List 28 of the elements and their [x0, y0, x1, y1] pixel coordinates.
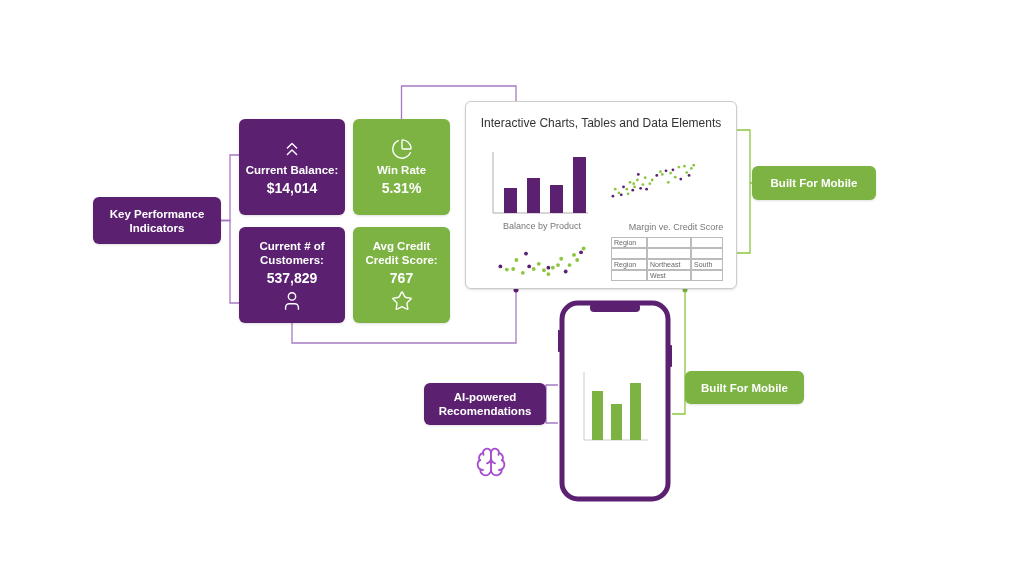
card-title: Key Performance Indicators: [108, 206, 206, 235]
card-title: Win Rate: [376, 162, 427, 177]
label-box: [93, 197, 221, 244]
card-title: Built For Mobile: [770, 176, 858, 190]
dashboard-panel: [465, 101, 737, 289]
card-title: Current Balance:: [245, 162, 339, 177]
card-title: Avg Credit Credit Score:: [364, 238, 439, 267]
metric-value: 537,829: [266, 269, 318, 287]
metric-value: $14,014: [266, 179, 318, 197]
label-box: [424, 383, 546, 425]
connector-line: [400, 85, 517, 120]
kpi-card: [239, 119, 345, 215]
connector-line: [736, 129, 753, 254]
panel-title: Interactive Charts, Tables and Data Elements: [479, 115, 723, 132]
label-box: [752, 166, 876, 200]
metric-value: 5.31%: [381, 179, 422, 197]
connector-line: [545, 384, 559, 424]
chart-caption: Margin ve. Credit Score: [627, 221, 725, 234]
kpi-card: [353, 119, 450, 215]
connector-line: [220, 219, 240, 304]
label-box: [685, 371, 804, 404]
kpi-card: [353, 227, 450, 323]
card-title: AI-powered Recomendations: [437, 390, 533, 418]
metric-value: 767: [389, 269, 414, 287]
kpi-card: [239, 227, 345, 323]
card-title: Built For Mobile: [701, 380, 788, 395]
chart-caption: Balance by Product: [501, 220, 582, 233]
card-title: Current # of Customers:: [258, 238, 326, 267]
